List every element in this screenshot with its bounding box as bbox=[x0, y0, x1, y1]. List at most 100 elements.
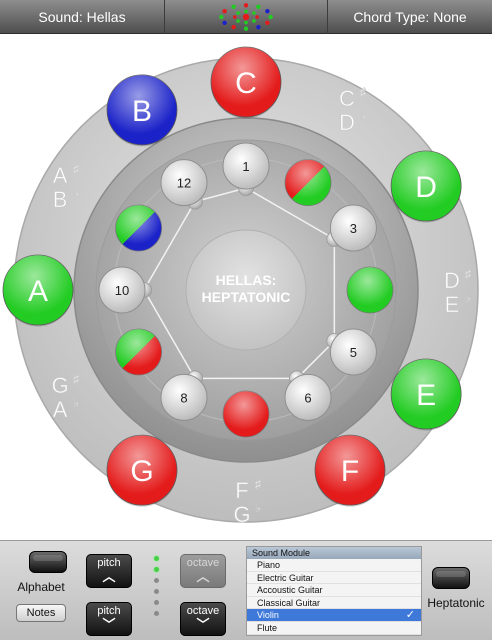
octave-led bbox=[154, 578, 159, 583]
pitch-down-button[interactable]: pitch ﹀ bbox=[86, 602, 132, 636]
scale-name-line2: HEPTATONIC bbox=[202, 289, 291, 305]
step-ball[interactable] bbox=[222, 142, 270, 190]
ball-highlight bbox=[115, 329, 162, 375]
logo-dot bbox=[231, 24, 236, 30]
octave-led bbox=[154, 600, 159, 605]
logo-dot bbox=[268, 14, 273, 20]
logo-dot bbox=[222, 20, 227, 26]
sound-module-item[interactable]: Violin✓ bbox=[247, 609, 421, 622]
octave-up-label: octave bbox=[186, 557, 220, 569]
sound-module-item-label: Electric Guitar bbox=[257, 572, 314, 583]
sound-module-item-label: Accoustic Guitar bbox=[257, 585, 323, 596]
flat-name: E bbox=[445, 292, 460, 317]
sound-module-item[interactable]: Accoustic Guitar bbox=[247, 584, 421, 597]
step-ball[interactable] bbox=[329, 328, 377, 376]
step-ball[interactable] bbox=[329, 204, 377, 252]
logo-dot bbox=[265, 8, 270, 14]
logo-dot bbox=[265, 20, 270, 26]
step-ball[interactable] bbox=[160, 373, 208, 421]
step-number: 3 bbox=[350, 221, 357, 236]
sharp-name: F bbox=[235, 478, 248, 503]
sharp-name: A bbox=[53, 163, 68, 188]
center-hub[interactable] bbox=[185, 229, 307, 351]
pitch-up-label: pitch bbox=[97, 557, 121, 569]
chord-type-selector[interactable]: Chord Type: None bbox=[327, 0, 492, 34]
note-ball-label: E bbox=[416, 379, 436, 412]
flat-symbol: ♭ bbox=[360, 109, 366, 123]
step-ball[interactable] bbox=[160, 159, 208, 207]
sound-module-item-label: Violin bbox=[257, 610, 279, 621]
sound-module-item[interactable]: Flute bbox=[247, 622, 421, 635]
octave-down-label: octave bbox=[186, 605, 220, 617]
sharp-symbol: ♯ bbox=[73, 162, 79, 176]
alphabet-label: Alphabet bbox=[17, 580, 65, 594]
sharp-symbol: ♯ bbox=[73, 372, 79, 386]
octave-down-button[interactable]: octave ﹀ bbox=[180, 602, 226, 636]
sharp-symbol: ♯ bbox=[465, 267, 471, 281]
note-ball-label: B bbox=[132, 95, 152, 128]
ball-highlight bbox=[3, 255, 73, 325]
flat-name: A bbox=[53, 397, 68, 422]
notes-button[interactable]: Notes bbox=[16, 604, 66, 622]
accidental-label: C♯D♭ bbox=[339, 85, 366, 136]
sound-selector[interactable]: Sound: Hellas bbox=[0, 0, 165, 34]
flat-symbol: ♭ bbox=[73, 396, 79, 410]
octave-up-button[interactable]: octave ︿ bbox=[180, 554, 226, 588]
ball-highlight bbox=[285, 159, 331, 206]
accidental-label: A♯B♭ bbox=[52, 162, 79, 213]
alphabet-toggle[interactable] bbox=[29, 551, 67, 573]
note-ball-label: C bbox=[235, 67, 257, 100]
scale-heptagon bbox=[143, 187, 336, 380]
ball-highlight bbox=[391, 151, 462, 221]
octave-indicator bbox=[154, 556, 162, 618]
heptatonic-toggle[interactable] bbox=[432, 567, 470, 589]
sharp-symbol: ♯ bbox=[255, 477, 261, 491]
step-number: 12 bbox=[177, 176, 191, 191]
scale-name-line1: HELLAS: bbox=[216, 272, 277, 288]
logo-dot bbox=[256, 4, 261, 10]
ball-highlight bbox=[347, 267, 393, 313]
sharp-symbol: ♯ bbox=[360, 85, 366, 99]
note-ball-label: G bbox=[130, 455, 153, 488]
logo-dot bbox=[219, 14, 224, 20]
octave-led bbox=[154, 611, 159, 616]
flat-symbol: ♭ bbox=[255, 501, 261, 515]
sound-module-item-label: Piano bbox=[257, 560, 281, 570]
step-number: 1 bbox=[242, 159, 249, 174]
logo-dot bbox=[256, 24, 261, 30]
sound-module-item-label: Flute bbox=[257, 622, 278, 633]
accidental-label: D♯E♭ bbox=[444, 267, 471, 318]
top-bar: Sound: Hellas Chord Type: None bbox=[0, 0, 492, 34]
chevron-down-icon: ﹀ bbox=[196, 617, 210, 632]
accidental-label: G ♯ A ♭ bbox=[51, 372, 79, 423]
ball-highlight bbox=[315, 435, 385, 506]
flat-name: D bbox=[339, 110, 355, 135]
pitch-up-button[interactable]: pitch ︿ bbox=[86, 554, 132, 588]
pitch-down-label: pitch bbox=[97, 605, 121, 617]
accidental-label: F♯G♭ bbox=[233, 477, 261, 527]
ball-highlight bbox=[211, 47, 281, 117]
step-ball[interactable] bbox=[284, 373, 332, 421]
step-ball[interactable] bbox=[98, 266, 146, 314]
sound-module-item[interactable]: Classical Guitar bbox=[247, 597, 421, 610]
octave-led bbox=[154, 556, 159, 561]
ball-highlight bbox=[391, 359, 462, 429]
logo-dot bbox=[243, 3, 249, 8]
sharp-name: G bbox=[52, 373, 69, 398]
chevron-up-icon: ︿ bbox=[102, 569, 116, 584]
sound-module-item[interactable]: Electric Guitar bbox=[247, 572, 421, 585]
sound-module-item[interactable]: Piano bbox=[247, 559, 421, 572]
ball-highlight bbox=[107, 74, 177, 145]
ball-highlight bbox=[223, 391, 269, 437]
logo-dot bbox=[243, 26, 249, 31]
chevron-down-icon: ﹀ bbox=[102, 617, 116, 632]
step-number: 5 bbox=[350, 345, 357, 360]
logo-dot bbox=[222, 8, 227, 14]
chevron-up-icon: ︿ bbox=[196, 569, 210, 584]
step-number: 8 bbox=[180, 390, 187, 405]
app-logo-icon[interactable] bbox=[213, 2, 279, 32]
sound-module-title: Sound Module bbox=[247, 547, 421, 559]
